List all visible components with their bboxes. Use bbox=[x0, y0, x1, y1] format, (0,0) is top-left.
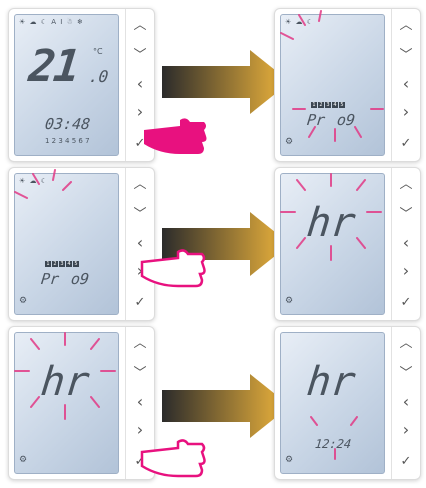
hand-pointer-icon bbox=[140, 249, 206, 288]
thermostat-panel-6: hr 12:24 ⚙ ︿ ﹀ ‹ › ✓ bbox=[274, 326, 421, 480]
temperature-display: 21 bbox=[26, 41, 81, 92]
temperature-decimal: .0 bbox=[88, 67, 110, 86]
down-button[interactable]: ﹀ bbox=[133, 207, 147, 222]
gear-icon: ⚙ bbox=[19, 455, 28, 465]
weekday-indicator: 1 2 3 4 5 6 7 bbox=[45, 137, 90, 145]
confirm-button[interactable]: ✓ bbox=[400, 295, 412, 310]
gear-icon: ⚙ bbox=[19, 296, 28, 306]
down-button[interactable]: ﹀ bbox=[399, 366, 413, 381]
left-button[interactable]: ‹ bbox=[402, 233, 410, 252]
mode-icons-row: ☀ ☁ ☾ bbox=[19, 177, 49, 185]
hour-label: hr bbox=[304, 359, 358, 405]
clock-display: 03:48 bbox=[44, 115, 92, 133]
left-button[interactable]: ‹ bbox=[402, 392, 410, 411]
right-button[interactable]: › bbox=[136, 102, 144, 121]
left-button[interactable]: ‹ bbox=[136, 392, 144, 411]
hour-label: hr bbox=[38, 359, 92, 405]
thermostat-panel-5: hr ⚙ ︿ ﹀ ‹ › ✓ bbox=[8, 326, 155, 480]
mode-icons-row: ☀ ☁ ☾ A I ☃ ❄ bbox=[19, 18, 84, 26]
set-time-display: 12:24 bbox=[314, 437, 352, 451]
left-button[interactable]: ‹ bbox=[136, 74, 144, 93]
lcd-screen-1: ☀ ☁ ☾ A I ☃ ❄ 21 °C .0 03:48 1 2 3 4 5 6… bbox=[14, 14, 119, 156]
right-button[interactable]: › bbox=[136, 420, 144, 439]
gear-icon: ⚙ bbox=[285, 455, 294, 465]
thermostat-panel-1: ☀ ☁ ☾ A I ☃ ❄ 21 °C .0 03:48 1 2 3 4 5 6… bbox=[8, 8, 155, 162]
gear-icon: ⚙ bbox=[285, 137, 294, 147]
button-column-2: ︿ ﹀ ‹ › ✓ bbox=[391, 9, 420, 161]
up-button[interactable]: ︿ bbox=[133, 336, 147, 351]
hand-pointer-icon bbox=[144, 118, 207, 154]
button-column-5: ︿ ﹀ ‹ › ✓ bbox=[125, 327, 154, 479]
confirm-button[interactable]: ✓ bbox=[400, 454, 412, 469]
program-number: o9 bbox=[336, 111, 357, 129]
up-button[interactable]: ︿ bbox=[133, 18, 147, 33]
button-column-3: ︿ ﹀ ‹ › ✓ bbox=[125, 168, 154, 320]
program-label: Pr bbox=[306, 111, 327, 129]
lcd-screen-4: hr ⚙ bbox=[280, 173, 385, 315]
temperature-unit: °C bbox=[93, 47, 103, 56]
program-label: Pr bbox=[40, 270, 61, 288]
down-button[interactable]: ﹀ bbox=[133, 48, 147, 63]
mode-icons-row: ☀ ☁ ☾ bbox=[285, 18, 315, 26]
program-number: o9 bbox=[70, 270, 91, 288]
up-button[interactable]: ︿ bbox=[133, 177, 147, 192]
up-button[interactable]: ︿ bbox=[399, 336, 413, 351]
right-button[interactable]: › bbox=[402, 420, 410, 439]
arrow-right-icon bbox=[162, 374, 290, 438]
button-column-6: ︿ ﹀ ‹ › ✓ bbox=[391, 327, 420, 479]
down-button[interactable]: ﹀ bbox=[133, 366, 147, 381]
hour-label: hr bbox=[304, 200, 358, 246]
gear-icon: ⚙ bbox=[285, 296, 294, 306]
lcd-screen-6: hr 12:24 ⚙ bbox=[280, 332, 385, 474]
thermostat-panel-4: hr ⚙ ︿ ﹀ ‹ › ✓ bbox=[274, 167, 421, 321]
right-button[interactable]: › bbox=[136, 261, 144, 280]
confirm-button[interactable]: ✓ bbox=[134, 295, 146, 310]
down-button[interactable]: ﹀ bbox=[399, 48, 413, 63]
right-button[interactable]: › bbox=[402, 102, 410, 121]
up-button[interactable]: ︿ bbox=[399, 177, 413, 192]
right-button[interactable]: › bbox=[402, 261, 410, 280]
left-button[interactable]: ‹ bbox=[136, 233, 144, 252]
button-column-4: ︿ ﹀ ‹ › ✓ bbox=[391, 168, 420, 320]
arrow-right-icon bbox=[162, 50, 290, 114]
up-button[interactable]: ︿ bbox=[399, 18, 413, 33]
button-column-1: ︿ ﹀ ‹ › ✓ bbox=[125, 9, 154, 161]
confirm-button[interactable]: ✓ bbox=[400, 136, 412, 151]
confirm-button[interactable]: ✓ bbox=[134, 136, 146, 151]
lcd-screen-5: hr ⚙ bbox=[14, 332, 119, 474]
hand-pointer-icon bbox=[140, 439, 206, 478]
confirm-button[interactable]: ✓ bbox=[134, 454, 146, 469]
left-button[interactable]: ‹ bbox=[402, 74, 410, 93]
down-button[interactable]: ﹀ bbox=[399, 207, 413, 222]
